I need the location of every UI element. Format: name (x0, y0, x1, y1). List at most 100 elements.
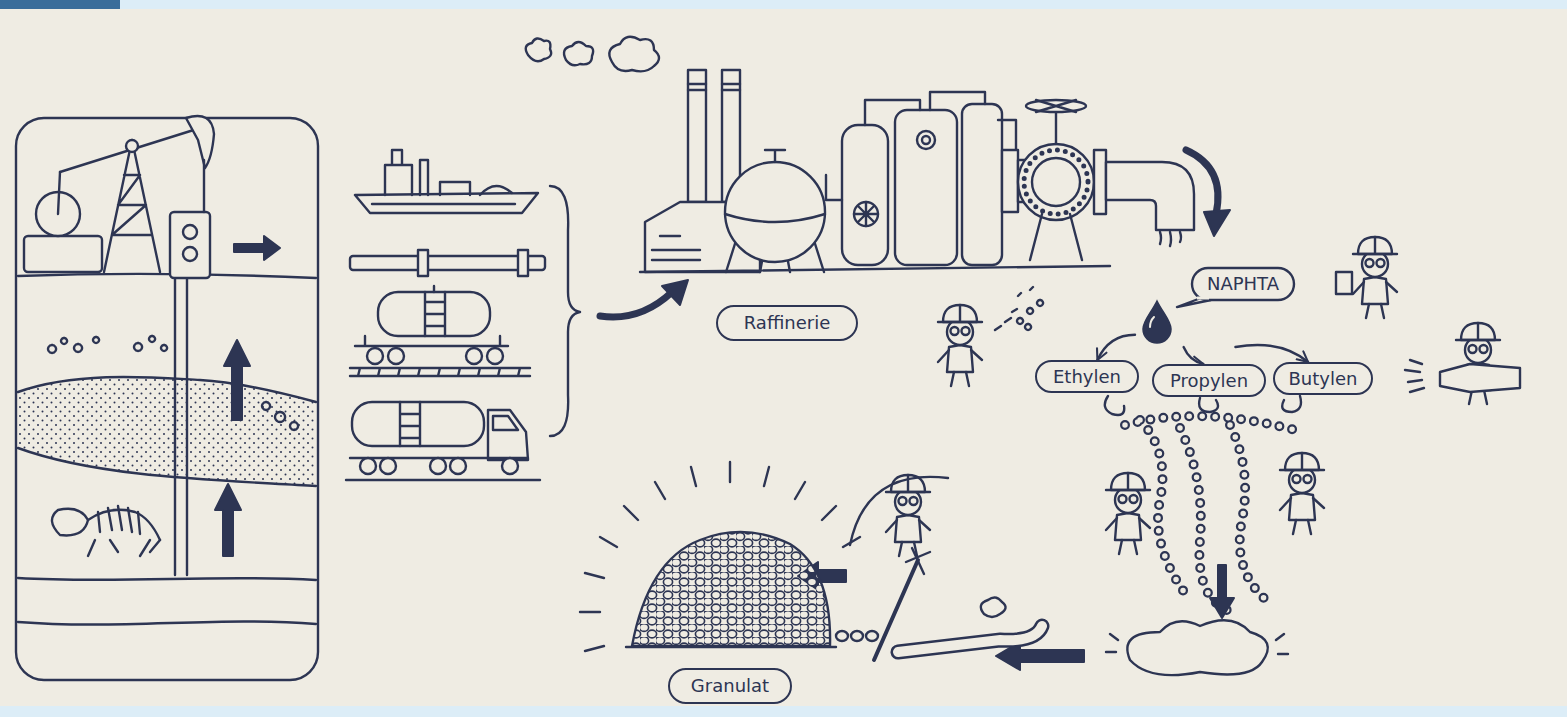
polished-rod (203, 160, 205, 212)
node-label: NAPHTA (1207, 274, 1279, 294)
melt-blob (1127, 620, 1267, 675)
flow-arrow (215, 484, 241, 556)
panel-frame (16, 118, 318, 680)
valve-disc (1032, 158, 1080, 206)
sword-blade (874, 560, 918, 660)
top-band (0, 0, 1567, 9)
rock-layer (18, 377, 316, 402)
smoke-cloud (609, 37, 659, 72)
bubble-text-box: NAPHTA (1192, 268, 1294, 300)
flow-arrow (224, 340, 250, 420)
pellet (851, 631, 863, 641)
walking-beam (60, 128, 200, 172)
pour-lines (1160, 232, 1181, 246)
rail-frame (355, 336, 508, 346)
drop-shine (1150, 317, 1154, 327)
refinery (526, 37, 1230, 272)
shine-rays (580, 462, 860, 651)
label-pill: Ethylen (1035, 360, 1139, 393)
node-label: Butylen (1289, 369, 1358, 389)
oil-drop (1143, 301, 1171, 343)
rock-layer (18, 448, 316, 486)
node-label: Granulat (691, 676, 769, 696)
bubble-tail (1177, 298, 1211, 307)
distillation-column (895, 110, 957, 265)
transport-group (346, 150, 688, 480)
ground-line (18, 274, 316, 278)
pipe-flange (418, 250, 428, 276)
distillation-column (962, 104, 1002, 265)
wellhead (170, 212, 210, 278)
node-label: Raffinerie (744, 313, 831, 333)
ship-hull (355, 193, 538, 213)
sword-hilt (906, 548, 930, 574)
pipe-flange (1094, 150, 1106, 214)
bubble-body (1192, 268, 1294, 300)
well-pipe (175, 250, 187, 575)
worker-figure (886, 475, 930, 556)
tank-detail (725, 150, 825, 222)
pellet (836, 631, 848, 641)
chain-bead-holes (1125, 416, 1295, 612)
sand-layer (18, 377, 316, 486)
motion-lines (1106, 634, 1288, 654)
distillation-column (842, 125, 888, 265)
smoke-cloud (526, 38, 551, 61)
flow-arrow (234, 236, 280, 260)
label-pill: Propylen (1152, 364, 1266, 397)
node-label: Ethylen (1053, 367, 1121, 387)
ground-line (640, 266, 1110, 272)
truck-wheels (360, 458, 518, 474)
rail-wheels (367, 348, 503, 364)
valve-stem (1030, 112, 1082, 260)
curved-arrow (1186, 150, 1218, 214)
beam-pivot (126, 140, 138, 152)
side-pipe (826, 175, 842, 200)
dust-puff (981, 597, 1006, 617)
pitman-arm (58, 172, 60, 214)
pile-base (626, 646, 836, 648)
valve-wheel (854, 202, 878, 226)
overhead-pipes (865, 92, 1016, 150)
tank-ladder (400, 402, 420, 446)
label-pill: Butylen (1273, 362, 1373, 395)
ship-stripe (372, 203, 515, 205)
arrow-head (662, 280, 688, 305)
node-label: Propylen (1170, 371, 1248, 391)
rails (350, 368, 530, 376)
granulate-pile (632, 532, 830, 646)
handwheel-spokes (1036, 100, 1076, 112)
curved-arrow (1184, 347, 1204, 364)
worker-figure (938, 305, 982, 386)
pipe-flange (1002, 150, 1018, 212)
derrick (104, 140, 160, 272)
tank-ladder (425, 286, 445, 336)
gauge (917, 131, 935, 149)
sprinkle-dots (995, 287, 1043, 330)
bracket (550, 186, 580, 436)
truck-tank (352, 402, 484, 446)
worker-figure (1353, 237, 1397, 318)
chimney-stripes (688, 84, 740, 90)
ship-superstructure (385, 150, 512, 195)
big-valve (1018, 144, 1094, 220)
rock-layer (18, 578, 316, 580)
speech-bubble: NAPHTA (1135, 265, 1297, 347)
worker-figure (1280, 453, 1324, 534)
truck-window (350, 416, 528, 458)
gauge (922, 136, 930, 144)
extruded-strand (898, 626, 1042, 652)
rock-layer (18, 621, 316, 624)
curved-arrow (1097, 335, 1135, 360)
chain-beads (1125, 416, 1295, 612)
motor-base (24, 236, 102, 272)
clipboard (1336, 272, 1352, 294)
curved-arrow (600, 292, 672, 317)
curved-arrow (1235, 345, 1308, 362)
building-detail (652, 236, 700, 260)
swipe-arc (850, 477, 948, 545)
polymer-chains (898, 396, 1301, 675)
